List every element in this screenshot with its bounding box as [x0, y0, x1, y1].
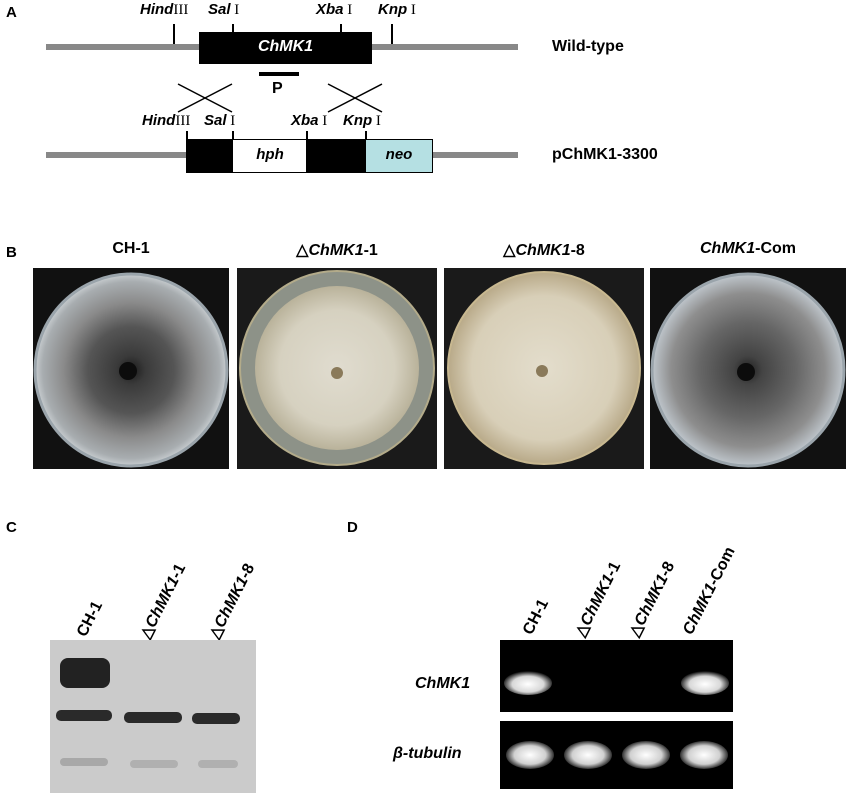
rtpcr-row-label-chmk1: ChMK1	[415, 675, 471, 692]
rtpcr-row-label-tubulin: β-tubulin	[393, 745, 462, 762]
site-tick	[365, 131, 367, 139]
band-chmk1-com	[681, 671, 729, 695]
vector-label: pChMK1-3300	[552, 146, 658, 163]
chmk1-gene-block	[199, 32, 372, 64]
band-tubulin-chmk1-1	[564, 741, 612, 769]
band-chmk1-8	[192, 713, 240, 724]
hph-label: hph	[256, 146, 284, 163]
chmk1-gene-label: ChMK1	[257, 38, 314, 55]
site-tick	[173, 24, 175, 44]
hph-cassette	[232, 139, 308, 173]
site-tick	[186, 131, 188, 139]
panel-label-c: C	[6, 519, 17, 536]
rtpcr-lane-chmk1-8: △ChMK1-8	[625, 559, 679, 640]
crossover-left	[177, 83, 233, 113]
band-ch1-lower	[56, 710, 112, 721]
southern-lane-chmk1-8: △ChMK1-8	[205, 561, 259, 642]
site-tick	[391, 24, 393, 44]
site-label-hindiii-top: HindIII	[140, 1, 189, 18]
band-chmk1-1	[124, 712, 182, 723]
probe-label: P	[272, 80, 283, 97]
wildtype-label: Wild-type	[552, 38, 624, 55]
band-tubulin-com	[680, 741, 728, 769]
plate-photo-chmk1-8	[444, 268, 644, 469]
probe-bar	[259, 72, 299, 76]
band-chmk1-ch1	[504, 671, 552, 695]
band-tubulin-chmk1-8	[622, 741, 670, 769]
plate-title-chmk1-com: ChMK1-Com	[700, 240, 796, 257]
rtpcr-gel-chmk1	[500, 640, 733, 712]
southern-lane-chmk1-1: △ChMK1-1	[136, 561, 190, 642]
rtpcr-lane-chmk1-1: △ChMK1-1	[571, 559, 625, 640]
site-label-hindiii-bottom: HindIII	[142, 112, 191, 129]
site-label-knpi-bottom: Knp I	[343, 112, 381, 129]
plate-title-ch1: CH-1	[112, 240, 150, 257]
plate-title-chmk1-8: △ChMK1-8	[503, 242, 585, 259]
panel-label-a: A	[6, 4, 17, 21]
site-label-sali-bottom: Sal I	[204, 112, 236, 129]
neo-label: neo	[385, 146, 413, 163]
southern-blot	[50, 640, 256, 793]
plate-photo-chmk1-com	[650, 268, 846, 469]
rtpcr-lane-ch1: CH-1	[519, 596, 553, 638]
plate-title-chmk1-1: △ChMK1-1	[296, 242, 378, 259]
site-label-xbai-bottom: Xba I	[291, 112, 328, 129]
flank-block-left	[186, 139, 232, 173]
panel-label-d: D	[347, 519, 358, 536]
rtpcr-gel-tubulin	[500, 721, 733, 789]
band-tubulin-ch1	[506, 741, 554, 769]
site-tick	[232, 131, 234, 139]
crossover-right	[327, 83, 383, 113]
neo-cassette	[365, 139, 433, 173]
flank-block-right	[306, 139, 365, 173]
rtpcr-lane-chmk1-com: ChMK1-Com	[679, 544, 739, 638]
site-label-sali-top: Sal I	[208, 1, 240, 18]
site-tick	[306, 131, 308, 139]
panel-label-b: B	[6, 244, 17, 261]
plate-photo-ch1	[33, 268, 229, 469]
plate-photo-chmk1-1	[237, 268, 437, 469]
site-label-knpi-top: Knp I	[378, 1, 416, 18]
site-label-xbai-top: Xba I	[316, 1, 353, 18]
southern-lane-ch1: CH-1	[73, 598, 107, 640]
band-ch1-upper	[60, 658, 110, 688]
